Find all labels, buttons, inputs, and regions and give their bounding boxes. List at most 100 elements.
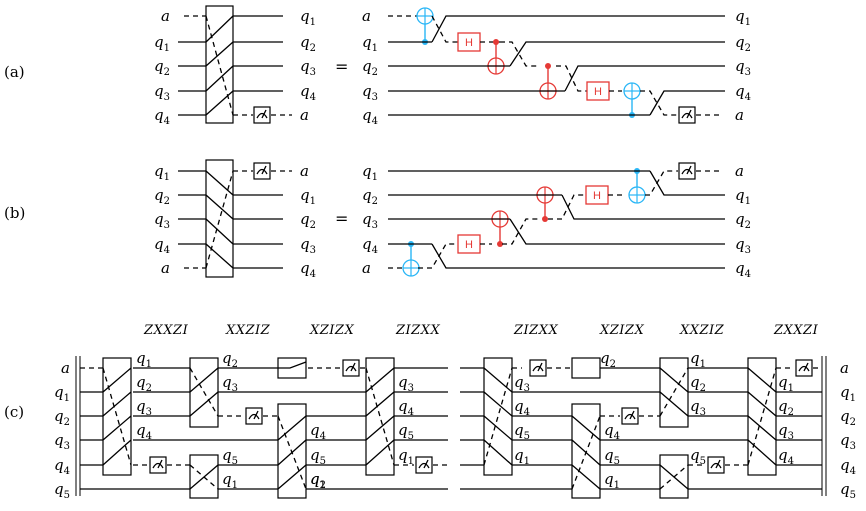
meter-arc-icon: [152, 462, 164, 469]
meter-arc-icon: [256, 112, 268, 119]
swap-line: [205, 243, 234, 269]
output-label: a: [840, 359, 849, 377]
hadamard-gate: H: [457, 32, 481, 52]
wire-path: [509, 41, 725, 67]
meter-arc-icon: [681, 112, 693, 119]
wire-label: q4: [778, 446, 794, 467]
wire-label: q1: [514, 446, 530, 467]
panel-labels: (a)(b)(c): [4, 63, 25, 421]
swap-line: [747, 415, 777, 441]
swap-line: [483, 439, 513, 466]
hadamard-gate: H: [585, 185, 609, 205]
wire-label: q4: [514, 397, 530, 418]
swap-line: [571, 415, 601, 441]
wire-label: q2: [690, 373, 706, 394]
measurement-gate: [795, 359, 813, 377]
swap-line: [205, 170, 234, 196]
output-label: q1: [300, 7, 316, 28]
measurement-box: [253, 162, 271, 180]
swap-dashed: [483, 367, 513, 466]
wire-path: [431, 243, 725, 269]
wire-label: q4: [604, 421, 620, 442]
measurement-gate: [342, 359, 360, 377]
input-label: q1: [362, 162, 378, 183]
input-label: q2: [362, 186, 378, 207]
hadamard-label: H: [594, 86, 602, 98]
wire-label: q1: [136, 349, 152, 370]
input-label: q4: [362, 235, 378, 256]
swap-line: [205, 65, 234, 92]
cnot-gate-red: [536, 186, 554, 222]
input-label: q4: [154, 106, 170, 127]
equals-sign: =: [335, 57, 348, 76]
output-label: q2: [735, 33, 751, 54]
meter-arc-icon: [624, 413, 636, 420]
swap-dashed: [500, 41, 538, 67]
swap-dashed: [659, 464, 689, 490]
swap-dashed: [659, 367, 689, 417]
wire-label: q1: [778, 373, 794, 394]
input-label: q3: [54, 431, 70, 452]
cnot-gate-blue: [623, 82, 641, 118]
input-label: a: [161, 7, 170, 25]
measurement-box: [342, 359, 360, 377]
cnot-control-dot: [493, 39, 499, 45]
output-label: q3: [735, 235, 751, 256]
swap-dashed: [556, 65, 587, 92]
input-label: q3: [154, 210, 170, 231]
measurement-gate: [149, 456, 167, 474]
meter-arc-icon: [418, 462, 430, 469]
measurement-gate: [253, 162, 271, 180]
output-label: q4: [735, 259, 751, 280]
output-label: q3: [735, 57, 751, 78]
measurement-gate: [678, 106, 696, 124]
permutation-box: [483, 357, 513, 476]
input-label: q4: [362, 106, 378, 127]
wire-label: q4: [398, 397, 414, 418]
measurement-box: [529, 359, 547, 377]
wire-label: q5: [604, 446, 620, 467]
input-label: q2: [54, 407, 70, 428]
stabilizer-header: XZIZX: [309, 323, 354, 338]
output-label: q2: [300, 33, 316, 54]
stabilizer-header: XXZIZ: [679, 323, 725, 338]
measurement-box: [149, 456, 167, 474]
cnot-control-dot: [545, 63, 551, 69]
input-label: q4: [54, 456, 70, 477]
wire-path: [561, 194, 725, 220]
hadamard-gate: H: [586, 81, 610, 101]
swap-line: [277, 464, 307, 490]
cnot-gate-red: [487, 39, 505, 75]
meter-needle-icon: [803, 362, 809, 372]
meter-needle-icon: [686, 165, 692, 175]
meter-needle-icon: [261, 165, 267, 175]
input-label: q1: [154, 33, 170, 54]
swap-line: [365, 439, 395, 466]
swap-dashed: [205, 15, 234, 116]
cnot-gate-red: [491, 210, 509, 247]
meter-needle-icon: [686, 109, 692, 119]
stabilizer-header: ZIZXX: [513, 323, 558, 338]
wire-label: q3: [222, 373, 238, 394]
wire-label: q3: [398, 373, 414, 394]
swap-line: [102, 367, 132, 393]
swap-dashed: [189, 367, 219, 417]
output-label: a: [735, 106, 744, 124]
output-label: q1: [840, 383, 856, 404]
wire-label: q2: [600, 349, 616, 370]
swap-line: [102, 415, 132, 441]
output-label: q3: [840, 431, 856, 452]
meter-needle-icon: [350, 362, 356, 372]
meter-arc-icon: [681, 168, 693, 175]
panel-label-c: (c): [4, 403, 24, 421]
wire-label: q2: [136, 373, 152, 394]
swap-line: [747, 391, 777, 417]
output-label: a: [735, 162, 744, 180]
swap-line: [659, 367, 689, 393]
wire-label: q1: [310, 470, 326, 491]
hadamard-label: H: [465, 239, 473, 251]
swap-dashed: [205, 170, 234, 269]
